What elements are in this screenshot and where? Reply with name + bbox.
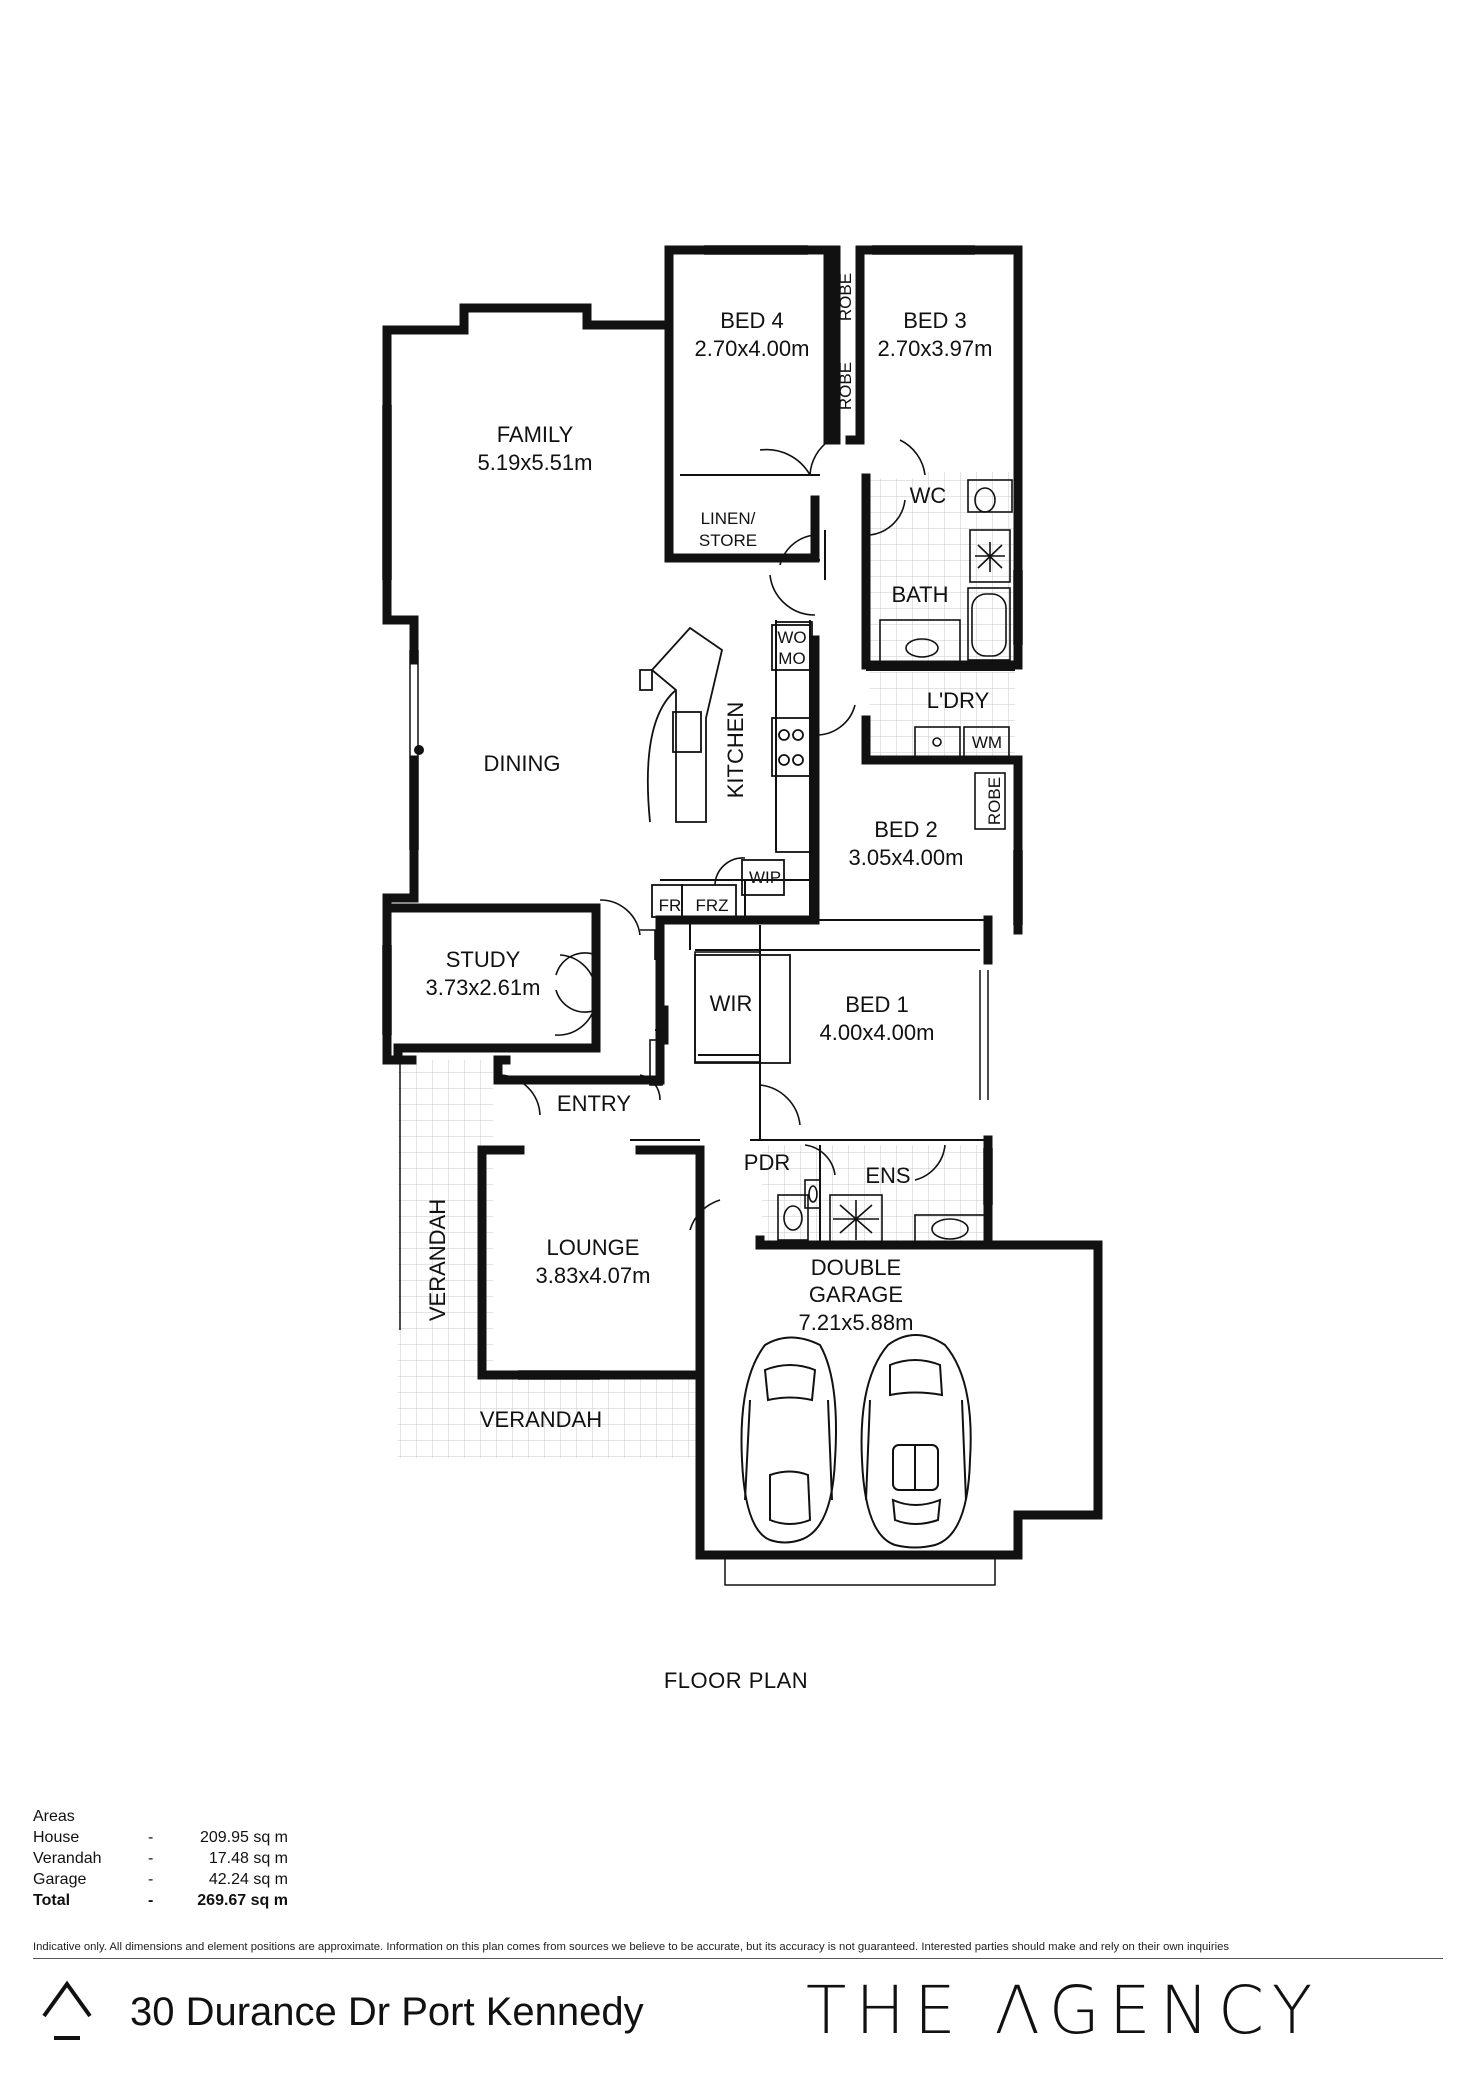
label-ens: ENS: [865, 1163, 910, 1188]
label-fr: FR: [659, 896, 682, 915]
plan-title: FLOOR PLAN: [663, 1668, 809, 1693]
area-sep: -: [148, 1829, 154, 1846]
bathroom-fixtures: [777, 479, 1013, 1244]
room-bed1-dims: 4.00x4.00m: [820, 1020, 935, 1045]
room-bed4-dims: 2.70x4.00m: [695, 336, 810, 361]
label-mo: MO: [778, 649, 805, 668]
label-wm: WM: [972, 733, 1002, 752]
room-bed3-name: BED 3: [903, 308, 967, 333]
room-bed3-dims: 2.70x3.97m: [878, 336, 993, 361]
area-value: 17.48 sq m: [208, 1850, 288, 1867]
label-wo: WO: [777, 628, 806, 647]
brand-wordmark: THE ΛGENCY: [806, 1972, 1322, 2049]
label-verandah-front: VERANDAH: [480, 1407, 602, 1432]
area-sep: -: [148, 1871, 154, 1888]
car-right: [860, 1334, 972, 1549]
exterior-walls: [382, 245, 1103, 1560]
room-bed1-name: BED 1: [845, 992, 909, 1017]
label-linen-line2: STORE: [699, 531, 757, 550]
area-total-value: 269.67 sq m: [197, 1892, 288, 1909]
room-bed2-dims: 3.05x4.00m: [849, 845, 964, 870]
area-value: 209.95 sq m: [199, 1829, 288, 1846]
areas-table: Areas House - 209.95 sq m Verandah - 17.…: [33, 1806, 288, 1911]
label-pdr: PDR: [744, 1150, 790, 1175]
car-left: [740, 1336, 837, 1544]
room-lounge-dims: 3.83x4.07m: [536, 1263, 651, 1288]
room-garage-line1: DOUBLE: [811, 1255, 901, 1280]
room-kitchen-name: KITCHEN: [723, 702, 748, 799]
room-bed2-name: BED 2: [874, 817, 938, 842]
areas-row: House - 209.95 sq m: [33, 1827, 288, 1848]
disclaimer-text: Indicative only. All dimensions and elem…: [33, 1941, 1230, 1953]
label-wc: WC: [910, 483, 947, 508]
room-study-dims: 3.73x2.61m: [426, 975, 541, 1000]
label-verandah-side: VERANDAH: [425, 1199, 450, 1321]
area-value: 42.24 sq m: [208, 1871, 288, 1888]
area-name: Verandah: [33, 1850, 102, 1867]
study-doors: [555, 929, 761, 1086]
area-name: Garage: [33, 1871, 87, 1888]
label-wir: WIR: [710, 991, 753, 1016]
column-marker: [414, 745, 424, 755]
label-wip: WIP: [749, 868, 781, 887]
label-frz: FRZ: [695, 896, 728, 915]
room-family-dims: 5.19x5.51m: [478, 450, 593, 475]
label-entry: ENTRY: [557, 1091, 631, 1116]
room-bed4-name: BED 4: [720, 308, 784, 333]
area-name: House: [33, 1829, 80, 1846]
small-labels: ROBE ROBE LINEN/ STORE WC BATH L'DRY WM …: [425, 273, 1004, 1432]
areas-row: Verandah - 17.48 sq m: [33, 1848, 288, 1869]
areas-row: Garage - 42.24 sq m: [33, 1869, 288, 1890]
label-linen-line1: LINEN/: [701, 509, 756, 528]
property-address: 30 Durance Dr Port Kennedy: [130, 1990, 644, 2034]
room-family-name: FAMILY: [497, 422, 574, 447]
room-lounge-name: LOUNGE: [547, 1235, 640, 1260]
area-total-name: Total: [33, 1892, 71, 1909]
room-study-name: STUDY: [446, 947, 521, 972]
windows: [382, 245, 1023, 1586]
kitchen-joinery: [639, 621, 813, 1064]
agency-logo-icon: [42, 1980, 92, 2040]
room-garage-line2: GARAGE: [809, 1282, 903, 1307]
areas-total-row: Total - 269.67 sq m: [33, 1890, 288, 1911]
area-sep: -: [148, 1850, 154, 1867]
label-bath: BATH: [891, 582, 948, 607]
label-robe-bed4: ROBE: [836, 273, 855, 321]
door-swings: [499, 439, 946, 1231]
room-labels: FAMILY 5.19x5.51m DINING KITCHEN BED 4 2…: [426, 308, 993, 1335]
label-robe-bed2: ROBE: [985, 777, 1004, 825]
room-dining-name: DINING: [484, 751, 561, 776]
floor-plan-diagram: FAMILY 5.19x5.51m DINING KITCHEN BED 4 2…: [382, 245, 1103, 1586]
divider: [33, 1958, 1443, 1959]
label-robe-bed3: ROBE: [836, 362, 855, 410]
label-laundry: L'DRY: [927, 688, 990, 713]
areas-heading: Areas: [33, 1808, 75, 1825]
area-total-sep: -: [148, 1892, 154, 1909]
room-garage-dims: 7.21x5.88m: [799, 1310, 914, 1335]
